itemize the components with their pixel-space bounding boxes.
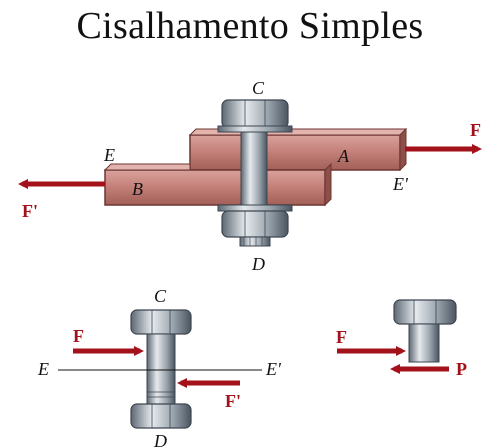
label-e: E [103, 145, 115, 165]
top-assembly: C D A B E E' F F' [18, 78, 482, 274]
page-title: Cisalhamento Simples [76, 5, 424, 47]
bolt-label-c: C [154, 286, 167, 306]
bolt-head-top [217, 99, 293, 133]
bolt-label-force-f: F [73, 326, 84, 346]
bolt-shank-body [240, 127, 268, 209]
plate-a [188, 127, 408, 172]
section-label-force-p: P [456, 359, 467, 379]
label-a: A [337, 146, 350, 166]
bolt-free-body: C D E E' F F' [37, 286, 282, 447]
label-c: C [252, 78, 265, 98]
label-e-prime: E' [392, 174, 409, 194]
bolt-label-force-f-prime: F' [225, 391, 241, 411]
label-d: D [251, 254, 265, 274]
label-force-f-prime: F' [22, 201, 38, 221]
label-force-f: F [470, 120, 481, 140]
label-b: B [132, 179, 143, 199]
bolt-label-e: E [37, 359, 49, 379]
bolt-nut-bottom [217, 204, 293, 247]
section-free-body: F P [336, 299, 467, 379]
section-label-force-f: F [336, 327, 347, 347]
bolt-label-d: D [153, 431, 167, 447]
bolt-label-e-prime: E' [265, 359, 282, 379]
